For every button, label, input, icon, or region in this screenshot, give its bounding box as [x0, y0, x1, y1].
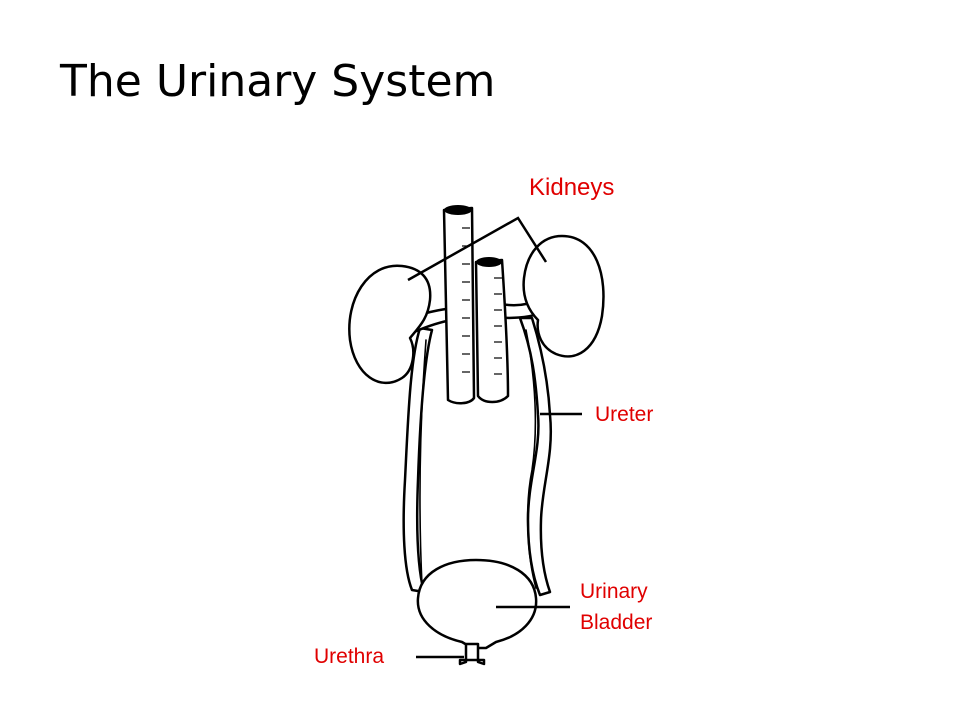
- kidneys-leader-line: [407, 216, 548, 282]
- urethra-label: Urethra: [314, 645, 384, 668]
- urinary-bladder: [416, 558, 538, 650]
- right-ureter: [518, 316, 553, 597]
- ureter-label: Ureter: [595, 403, 653, 426]
- bladder-label-line1: Urinary: [580, 580, 648, 603]
- ureter-inner-lines: [419, 329, 537, 589]
- left-kidney: [348, 264, 432, 385]
- vena-cava: [474, 258, 510, 404]
- slide-title: The Urinary System: [60, 56, 496, 107]
- vena-cava-ticks: [494, 277, 502, 375]
- bladder-label-line2: Bladder: [580, 611, 652, 634]
- right-kidney: [522, 234, 605, 358]
- aorta-opening: [444, 205, 472, 215]
- urethra: [458, 642, 486, 666]
- vena-cava-opening: [476, 257, 502, 267]
- aorta: [442, 206, 476, 405]
- kidneys-label: Kidneys: [529, 174, 614, 201]
